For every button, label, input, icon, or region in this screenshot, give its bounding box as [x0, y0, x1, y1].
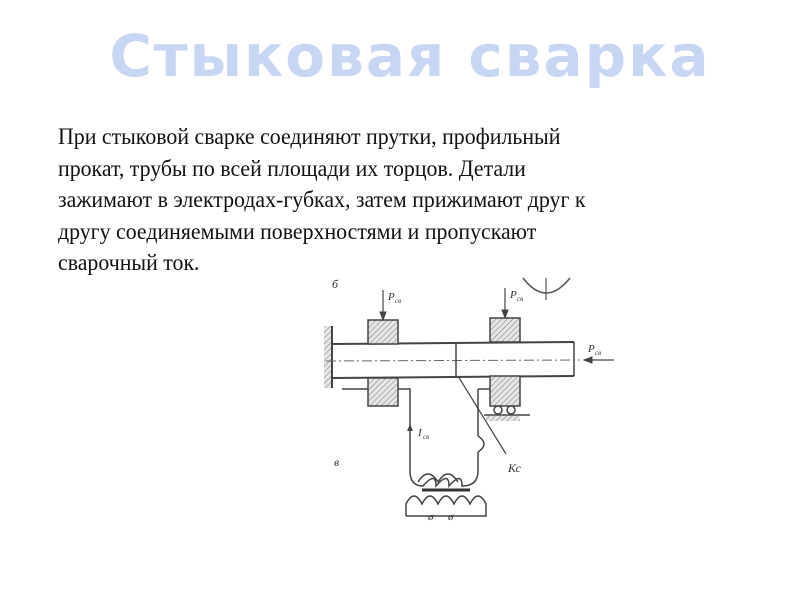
- force-arrow-axial-icon: [582, 356, 614, 364]
- butt-welding-diagram: б P св P св P св: [324, 277, 614, 523]
- slide-body-text: При стыковой сварке соединяют прутки, пр…: [58, 122, 690, 280]
- body-line: другу соединяемыми поверхностями и пропу…: [58, 218, 537, 245]
- right-jaw-bottom: [489, 375, 521, 407]
- svg-text:I: I: [417, 427, 423, 439]
- svg-text:св: св: [423, 433, 429, 441]
- slide-title: Стыковая сварка: [109, 22, 711, 90]
- svg-text:P: P: [587, 343, 595, 355]
- terminal-icon: ø: [447, 511, 454, 523]
- workpiece-bar: [325, 341, 581, 379]
- svg-text:св: св: [517, 295, 523, 303]
- right-jaw-top: [489, 317, 521, 343]
- left-jaw-bottom: [367, 377, 399, 407]
- svg-text:св: св: [395, 297, 401, 305]
- fixed-wall-icon: [324, 326, 333, 388]
- body-line: сварочный ток.: [58, 250, 200, 276]
- svg-text:P: P: [387, 291, 395, 303]
- welding-circuit: [342, 388, 490, 489]
- svg-text:P: P: [509, 289, 517, 301]
- force-arrow-right-icon: [501, 288, 509, 320]
- panel-label-v: в: [334, 455, 339, 469]
- left-jaw-top: [367, 319, 399, 345]
- force-arrow-left-icon: [379, 290, 387, 322]
- svg-text:Кс: Кс: [507, 461, 522, 475]
- body-line: зажимают в электродах-губках, затем приж…: [58, 187, 586, 213]
- primary-coil: [405, 495, 487, 517]
- terminal-icon: ø: [427, 511, 434, 523]
- body-line: При стыковой сварке соединяют прутки, пр…: [58, 124, 561, 150]
- panel-label-b: б: [332, 277, 339, 291]
- body-line: прокат, трубы по всей площади их торцов.…: [58, 155, 526, 182]
- svg-text:св: св: [595, 349, 601, 357]
